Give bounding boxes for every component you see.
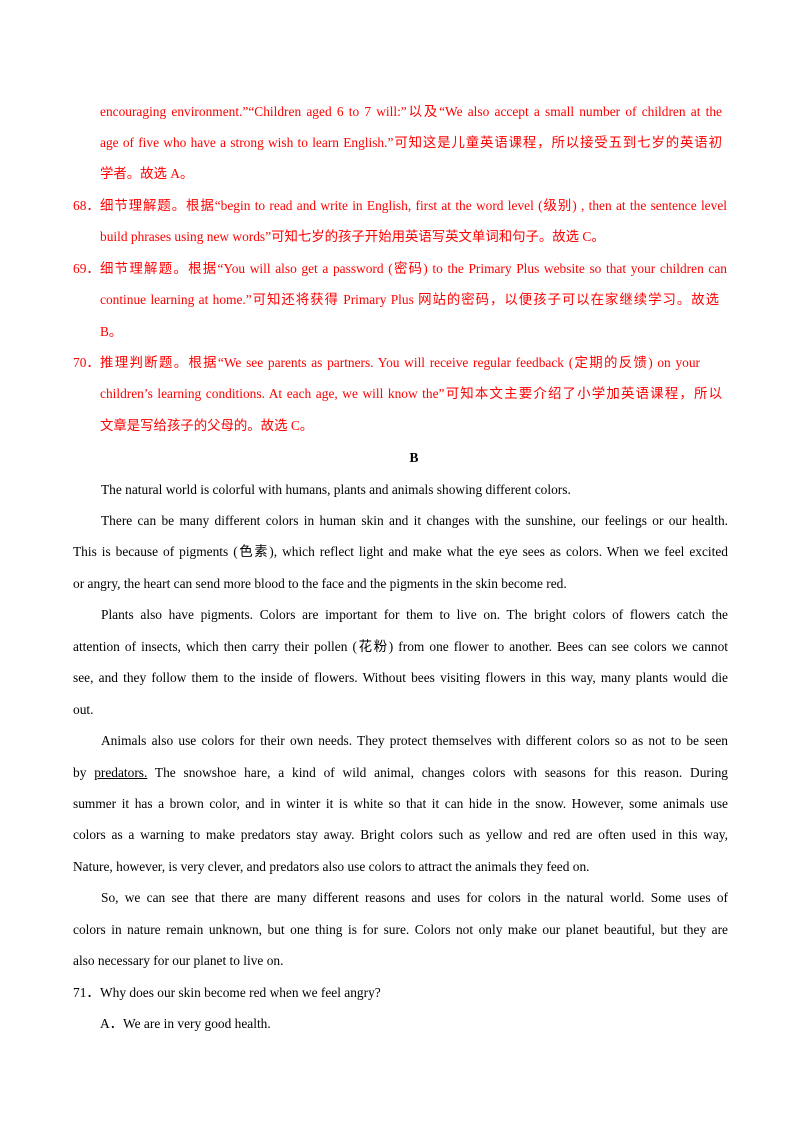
passage-p5-line-2: colors in nature remain unknown, but one… bbox=[73, 922, 728, 937]
answer-70-number: 70． bbox=[73, 355, 100, 370]
passage-p1: The natural world is colorful with human… bbox=[101, 482, 571, 497]
question-71-option-a: A．We are in very good health. bbox=[100, 1016, 271, 1031]
passage-p3-line-3: see, and they follow them to the inside … bbox=[73, 670, 728, 685]
answer-69-line-2: continue learning at home.”可知还将获得 Primar… bbox=[100, 292, 719, 307]
answer-68-line-1: 细节理解题。根据“begin to read and write in Engl… bbox=[100, 198, 727, 213]
answer-67-line-2: age of five who have a strong wish to le… bbox=[100, 135, 722, 150]
answer-67-line-1: encouraging environment.”“Children aged … bbox=[100, 104, 722, 119]
passage-p4-line-4: colors as a warning to make predators st… bbox=[73, 827, 728, 842]
passage-p4-line-3: summer it has a brown color, and in wint… bbox=[73, 796, 728, 811]
predators-underlined-word: predators. bbox=[94, 765, 148, 780]
passage-p2-line-3: or angry, the heart can send more blood … bbox=[73, 576, 567, 591]
answer-68-number: 68． bbox=[73, 198, 100, 213]
passage-p3-line-1: Plants also have pigments. Colors are im… bbox=[101, 607, 728, 622]
passage-p3-line-4: out. bbox=[73, 702, 94, 717]
question-71-text: Why does our skin become red when we fee… bbox=[100, 985, 381, 1000]
passage-p4-line-1: Animals also use colors for their own ne… bbox=[101, 733, 728, 748]
passage-p4-line-2-post: The snowshoe hare, a kind of wild animal… bbox=[147, 765, 728, 780]
passage-p2-line-1: There can be many different colors in hu… bbox=[101, 513, 728, 528]
passage-p4-line-2: by predators. The snowshoe hare, a kind … bbox=[73, 765, 728, 781]
section-heading: B bbox=[409, 450, 419, 465]
passage-p4-line-5: Nature, however, is very clever, and pre… bbox=[73, 859, 590, 874]
answer-70-line-1: 推理判断题。根据“We see parents as partners. You… bbox=[100, 355, 700, 370]
answer-69-number: 69． bbox=[73, 261, 100, 276]
passage-p5-line-3: also necessary for our planet to live on… bbox=[73, 953, 284, 968]
answer-69-line-3: B。 bbox=[100, 324, 123, 339]
answer-67-line-3: 学者。故选 A。 bbox=[100, 166, 194, 181]
passage-p3-line-2: attention of insects, which then carry t… bbox=[73, 639, 728, 654]
passage-p5-line-1: So, we can see that there are many diffe… bbox=[101, 890, 728, 905]
question-71-number: 71． bbox=[73, 985, 100, 1000]
answer-68-line-2: build phrases using new words”可知七岁的孩子开始用… bbox=[100, 229, 605, 244]
passage-p2-line-2: This is because of pigments (色素), which … bbox=[73, 544, 728, 559]
answer-69-line-1: 细节理解题。根据“You will also get a password (密… bbox=[100, 261, 727, 276]
answer-70-line-2: children’s learning conditions. At each … bbox=[100, 386, 722, 401]
answer-70-line-3: 文章是写给孩子的父母的。故选 C。 bbox=[100, 418, 314, 433]
passage-p4-line-2-pre: by bbox=[73, 765, 95, 780]
